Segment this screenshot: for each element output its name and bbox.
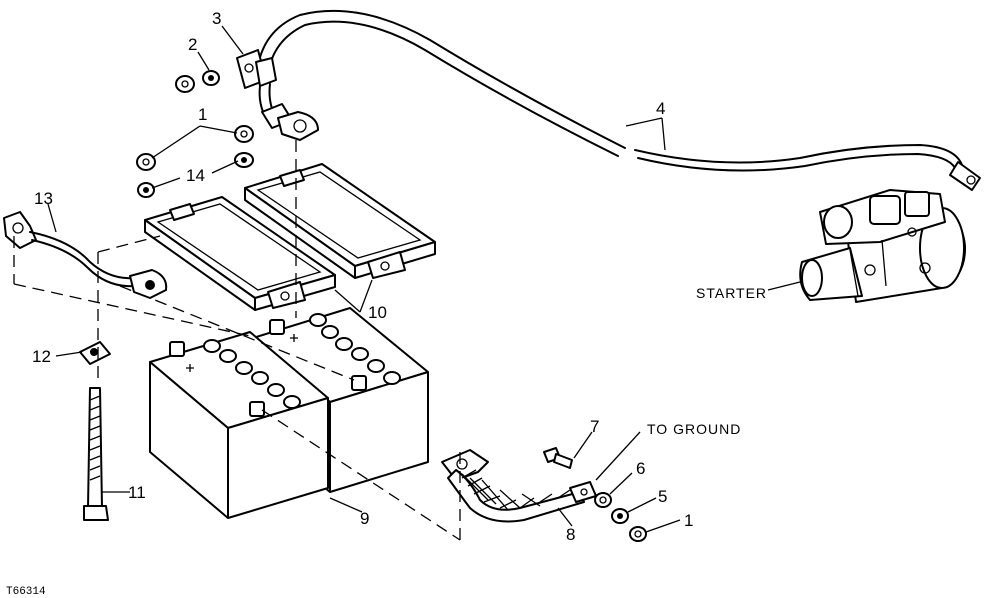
callouts: 3 2 1 14 4 13 10 12 11 9 8 7 6 5 1 TO GR… — [6, 9, 767, 598]
battery-posts — [169, 319, 367, 417]
callout-12: 12 — [32, 347, 51, 366]
callout-7: 7 — [590, 417, 599, 436]
leader-lines — [47, 25, 801, 533]
callout-10: 10 — [368, 303, 387, 322]
callout-8: 8 — [566, 525, 575, 544]
starter-cable — [256, 9, 981, 191]
starter-caption: STARTER — [696, 285, 767, 301]
callout-1-top: 1 — [198, 105, 207, 124]
callout-1-bottom: 1 — [684, 511, 693, 530]
hold-down-frame-left — [144, 196, 336, 311]
alignment-lines — [13, 140, 461, 541]
starter-motor — [799, 189, 967, 303]
to-ground-caption: TO GROUND — [647, 421, 741, 437]
hold-down-clamp — [79, 341, 111, 365]
hold-down-bolt — [83, 387, 109, 521]
callout-6: 6 — [636, 459, 645, 478]
callout-11: 11 — [128, 483, 146, 502]
ground-washers — [594, 492, 647, 542]
callout-13: 13 — [34, 189, 53, 208]
callout-3: 3 — [212, 9, 221, 28]
ground-strap — [441, 449, 597, 523]
battery-cable-13 — [3, 211, 168, 299]
callout-9: 9 — [360, 509, 369, 528]
battery-caps — [203, 313, 401, 409]
callout-4: 4 — [656, 99, 665, 118]
cable-terminal-3 — [236, 49, 319, 141]
callout-5: 5 — [658, 487, 667, 506]
reference-code: T66314 — [6, 586, 46, 598]
callout-2: 2 — [188, 35, 197, 54]
hold-down-frame-right — [244, 163, 436, 279]
callout-14: 14 — [186, 166, 205, 185]
ground-bolt-7 — [543, 447, 573, 469]
hardware-nuts-washers — [136, 70, 254, 198]
